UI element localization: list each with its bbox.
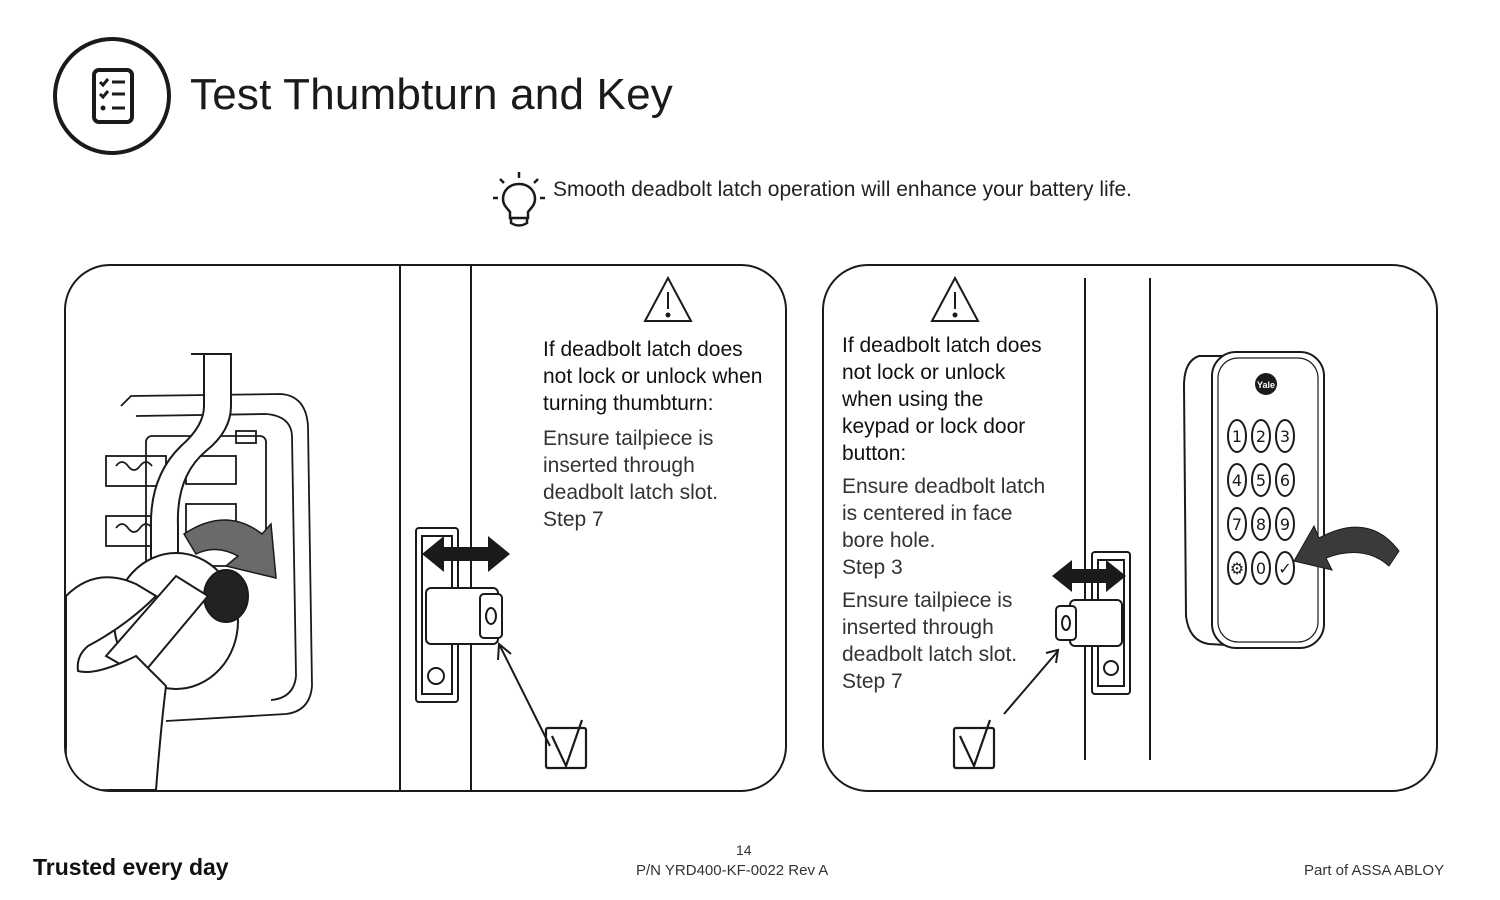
keypad-key: 5 [1251, 463, 1271, 497]
lightbulb-icon [493, 172, 545, 227]
instruction-text: Ensure tailpiece is inserted through dea… [842, 587, 1052, 695]
page-title: Test Thumbturn and Key [190, 70, 673, 119]
step-reference: Step 3 [842, 556, 903, 579]
tip-text: Smooth deadbolt latch operation will enh… [553, 178, 1133, 201]
keypad-key: 8 [1251, 507, 1271, 541]
keypad-key-outline [1227, 551, 1247, 585]
double-arrow [422, 536, 510, 572]
keypad-key: 1 [1227, 419, 1247, 453]
instruction-body: Ensure deadbolt latch is centered in fac… [842, 475, 1046, 552]
instruction-body: Ensure tailpiece is inserted through dea… [842, 589, 1018, 666]
keypad-key-outline [1251, 419, 1271, 453]
instruction-text: Ensure deadbolt latch is centered in fac… [842, 473, 1052, 581]
warning-triangle-icon [930, 275, 980, 322]
keypad-key-outline [1275, 507, 1295, 541]
instruction-body: Ensure tailpiece is inserted through dea… [543, 427, 719, 504]
yale-logo: Yale [1255, 373, 1277, 395]
keypad-key-label: 6 [1280, 471, 1290, 490]
keypad-key-outline [1227, 463, 1247, 497]
keypad-key-outline [1275, 419, 1295, 453]
keypad-key: ⚙ [1227, 551, 1247, 585]
thumbturn-illustration [66, 266, 693, 790]
checkbox-check-icon [544, 719, 588, 770]
keypad-key-outline [1251, 551, 1271, 585]
keypad-key: 0 [1251, 551, 1271, 585]
keypad-key-outline [1251, 463, 1271, 497]
keypad-key: 9 [1275, 507, 1295, 541]
warning-heading: If deadbolt latch does not lock or unloc… [543, 338, 763, 415]
keypad-key-label: 3 [1280, 427, 1290, 446]
keypad-key: 3 [1275, 419, 1295, 453]
keypad-key-outline [1227, 507, 1247, 541]
keypad-key-label: 7 [1232, 515, 1242, 534]
double-arrow [1052, 560, 1126, 592]
thumbturn [104, 552, 249, 690]
keypad-logo-text: Yale [1257, 380, 1275, 390]
keypad-key: ✓ [1275, 551, 1295, 585]
thumbturn-instructions: If deadbolt latch does not lock or unloc… [543, 336, 768, 533]
checkbox-check-icon [952, 719, 996, 770]
keypad-key-outline [1275, 551, 1295, 585]
keypad-key-label: 9 [1280, 515, 1290, 534]
keypad-key-label: 5 [1256, 471, 1266, 490]
keypad-key-label: 1 [1232, 427, 1242, 446]
company-name: Part of ASSA ABLOY [1304, 862, 1445, 879]
keypad-instructions: If deadbolt latch does not lock or unloc… [842, 332, 1052, 695]
warning-triangle-icon [643, 275, 693, 322]
step-reference: Step 7 [543, 508, 604, 531]
keypad-key-label: 4 [1232, 471, 1242, 490]
brand-tagline: Trusted every day [33, 854, 229, 880]
instruction-text: Ensure tailpiece is inserted through dea… [543, 425, 768, 533]
thumbturn-panel: If deadbolt latch does not lock or unloc… [64, 264, 787, 792]
warning-heading: If deadbolt latch does not lock or unloc… [842, 334, 1042, 465]
keypad-key-label: ⚙ [1230, 559, 1244, 578]
push-arrow-icon [1293, 524, 1400, 571]
step-reference: Step 7 [842, 670, 903, 693]
part-number: P/N YRD400-KF-0022 Rev A [636, 862, 829, 879]
keypad-key: 7 [1227, 507, 1247, 541]
keypad-key-outline [1251, 507, 1271, 541]
keypad-key: 6 [1275, 463, 1295, 497]
keypad-key-outline [1227, 419, 1247, 453]
deadbolt-latch [415, 527, 503, 703]
checklist-icon [53, 37, 171, 155]
keypad-key-label: ✓ [1278, 559, 1291, 578]
page-number: 14 [736, 842, 752, 858]
keypad-key: 4 [1227, 463, 1247, 497]
keypad-device [1182, 351, 1325, 649]
keypad-key-label: 2 [1256, 427, 1266, 446]
keypad-key-outline [1275, 463, 1295, 497]
keypad-key: 2 [1251, 419, 1271, 453]
keypad-key-label: 8 [1256, 515, 1266, 534]
keypad-key-label: 0 [1256, 559, 1266, 578]
